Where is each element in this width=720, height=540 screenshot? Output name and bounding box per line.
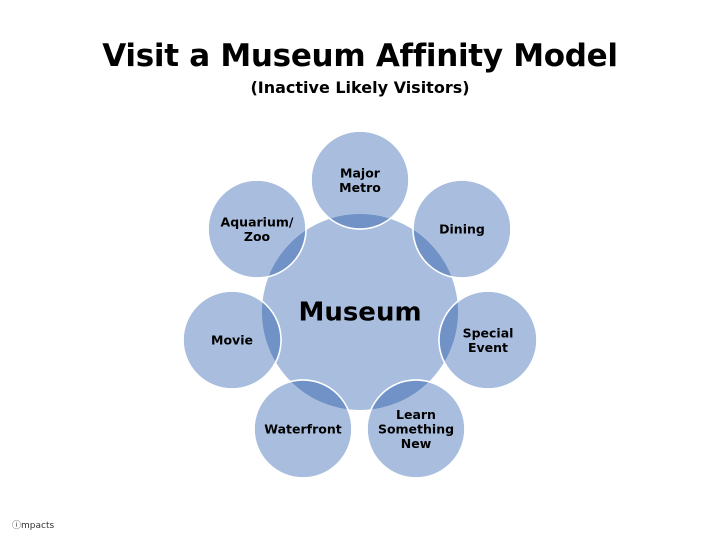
satellite-label-learn-something-new-line: Learn bbox=[396, 407, 436, 422]
satellite-label-special-event-line: Event bbox=[468, 340, 508, 355]
center-label-museum: Museum bbox=[298, 297, 421, 327]
satellite-label-aquarium-zoo-line: Aquarium/ bbox=[221, 214, 294, 229]
overlap-region-dining bbox=[413, 214, 458, 278]
satellite-outline-special-event bbox=[438, 290, 538, 390]
center-label-museum-line: Museum bbox=[298, 297, 421, 327]
satellite-label-movie: Movie bbox=[211, 333, 253, 348]
satellite-label-learn-something-new-line: Something bbox=[378, 422, 454, 437]
satellite-label-special-event-line: Special bbox=[463, 325, 514, 340]
impacts-watermark: ⓘmpacts bbox=[12, 521, 55, 531]
satellite-outline-aquarium-zoo bbox=[207, 179, 307, 279]
satellite-label-aquarium-zoo-line: Zoo bbox=[244, 229, 271, 244]
satellite-label-major-metro-line: Metro bbox=[339, 180, 381, 195]
satellite-label-aquarium-zoo: Aquarium/Zoo bbox=[221, 214, 294, 244]
satellite-outline-dining bbox=[412, 179, 512, 279]
satellite-label-waterfront: Waterfront bbox=[264, 422, 341, 437]
satellite-outline-movie bbox=[182, 290, 282, 390]
satellite-label-waterfront-line: Waterfront bbox=[264, 422, 341, 437]
satellite-outline-learn-something-new bbox=[366, 379, 466, 479]
satellite-label-learn-something-new-line: New bbox=[401, 436, 432, 451]
overlap-region-aquarium-zoo bbox=[262, 214, 306, 278]
satellite-label-movie-line: Movie bbox=[211, 333, 253, 348]
satellite-outline-major-metro bbox=[310, 130, 410, 230]
satellite-label-dining: Dining bbox=[439, 222, 485, 237]
satellite-label-dining-line: Dining bbox=[439, 222, 485, 237]
satellite-outline-waterfront bbox=[253, 379, 353, 479]
center-circle-museum bbox=[262, 214, 458, 410]
page-subtitle: (Inactive Likely Visitors) bbox=[250, 78, 470, 97]
satellite-label-major-metro-line: Major bbox=[340, 165, 381, 180]
page-title: Visit a Museum Affinity Model bbox=[102, 38, 618, 74]
